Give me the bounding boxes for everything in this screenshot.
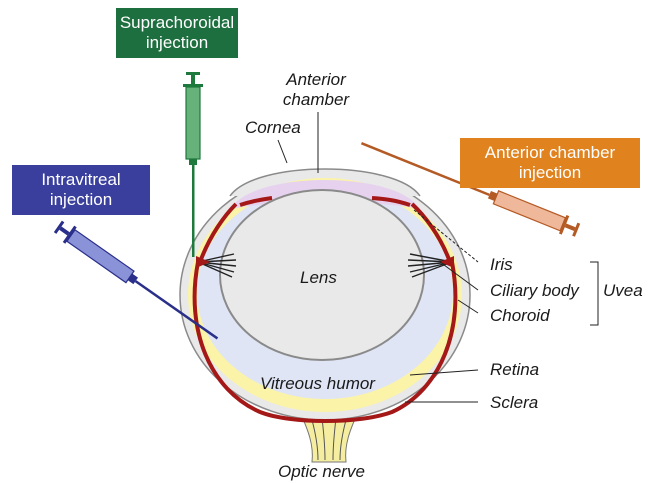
optic-nerve-label: Optic nerve — [278, 462, 365, 482]
anterior-chamber-label: Anterior chamber — [278, 70, 354, 110]
intravitreal-line2: injection — [50, 190, 112, 210]
intravitreal-injection-box: Intravitreal injection — [12, 165, 150, 215]
anterior-chamber-label-line2: chamber — [278, 90, 354, 110]
vitreous-humor-label: Vitreous humor — [260, 374, 375, 394]
choroid-label: Choroid — [490, 306, 550, 326]
suprachoroidal-line2: injection — [146, 33, 208, 53]
cornea-label: Cornea — [245, 118, 301, 138]
anterior-chamber-line2: injection — [519, 163, 581, 183]
uvea-label: Uvea — [603, 281, 643, 301]
iris-label: Iris — [490, 255, 513, 275]
lens-label: Lens — [300, 268, 337, 288]
anterior-chamber-injection-box: Anterior chamber injection — [460, 138, 640, 188]
ciliary-body-label: Ciliary body — [490, 281, 579, 301]
anterior-chamber-label-line1: Anterior — [278, 70, 354, 90]
suprachoroidal-injection-box: Suprachoroidal injection — [116, 8, 238, 58]
anterior-chamber-line1: Anterior chamber — [485, 143, 615, 163]
sclera-label: Sclera — [490, 393, 538, 413]
suprachoroidal-line1: Suprachoroidal — [120, 13, 234, 33]
intravitreal-line1: Intravitreal — [41, 170, 120, 190]
retina-label: Retina — [490, 360, 539, 380]
green-syringe-icon — [183, 72, 203, 257]
